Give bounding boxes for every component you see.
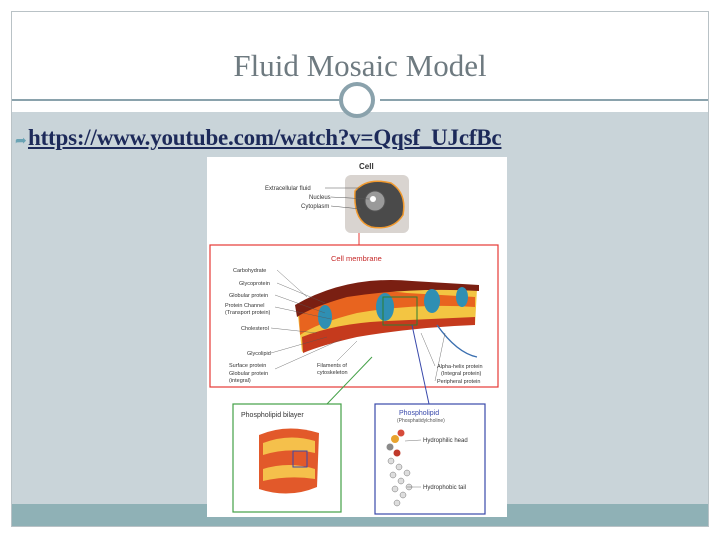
bilayer-box: [232, 403, 342, 513]
cell-label: Extracellular fluid: [265, 186, 311, 192]
title-divider-right: [380, 99, 708, 101]
cell-membrane-diagram: Cell Extracellular fluid Nucleus Cytopla…: [207, 157, 507, 517]
title-divider-left: [12, 99, 340, 101]
curved-arrow-bullet-icon: ➦: [15, 134, 27, 149]
ring-ornament-icon: [339, 82, 375, 118]
membrane-label: Globular protein: [229, 371, 268, 377]
membrane-box: [209, 244, 499, 388]
youtube-link[interactable]: https://www.youtube.com/watch?v=Qqsf_UJc…: [28, 125, 502, 150]
phospholipid-molecule: [386, 429, 413, 507]
membrane-left-labels: Carbohydrate Glycoprotein Globular prote…: [225, 268, 271, 384]
filament-label: Filaments of: [317, 363, 347, 369]
membrane-label: Glycolipid: [247, 351, 271, 357]
phospholipid-title: Phospholipid: [399, 410, 439, 417]
membrane-label: (integral): [229, 378, 251, 384]
membrane-label: (Transport protein): [225, 310, 271, 316]
membrane-label: Cholesterol: [241, 326, 269, 332]
cell-label: Nucleus: [309, 195, 331, 201]
membrane-label: Alpha-helix protein: [437, 364, 483, 370]
membrane-label: Carbohydrate: [233, 268, 266, 274]
membrane-label: Glycoprotein: [239, 281, 270, 287]
membrane-title: Cell membrane: [331, 254, 382, 263]
cell-title: Cell: [359, 162, 374, 171]
cell-labels: Extracellular fluid Nucleus Cytoplasm: [265, 186, 331, 210]
slide-frame: [11, 11, 709, 527]
phospholipid-box: [374, 403, 486, 515]
membrane-label: Surface protein: [229, 363, 266, 369]
slide-title: Fluid Mosaic Model: [233, 48, 487, 83]
membrane-right-labels: Alpha-helix protein (Integral protein) P…: [437, 364, 483, 385]
filament-label: cytoskeleton: [317, 370, 348, 376]
filament-labels: Filaments of cytoskeleton: [317, 363, 348, 376]
membrane-label: Globular protein: [229, 293, 268, 299]
phospholipid-subtitle: (Phosphatidylcholine): [397, 418, 445, 424]
bilayer-title: Phospholipid bilayer: [241, 412, 304, 419]
tail-label: Hydrophobic tail: [423, 485, 466, 491]
head-label: Hydrophilic head: [423, 438, 468, 444]
membrane-label: Peripheral protein: [437, 379, 480, 385]
membrane-label: (Integral protein): [441, 371, 482, 377]
cell-label: Cytoplasm: [301, 204, 329, 210]
membrane-label: Protein Channel: [225, 303, 264, 309]
